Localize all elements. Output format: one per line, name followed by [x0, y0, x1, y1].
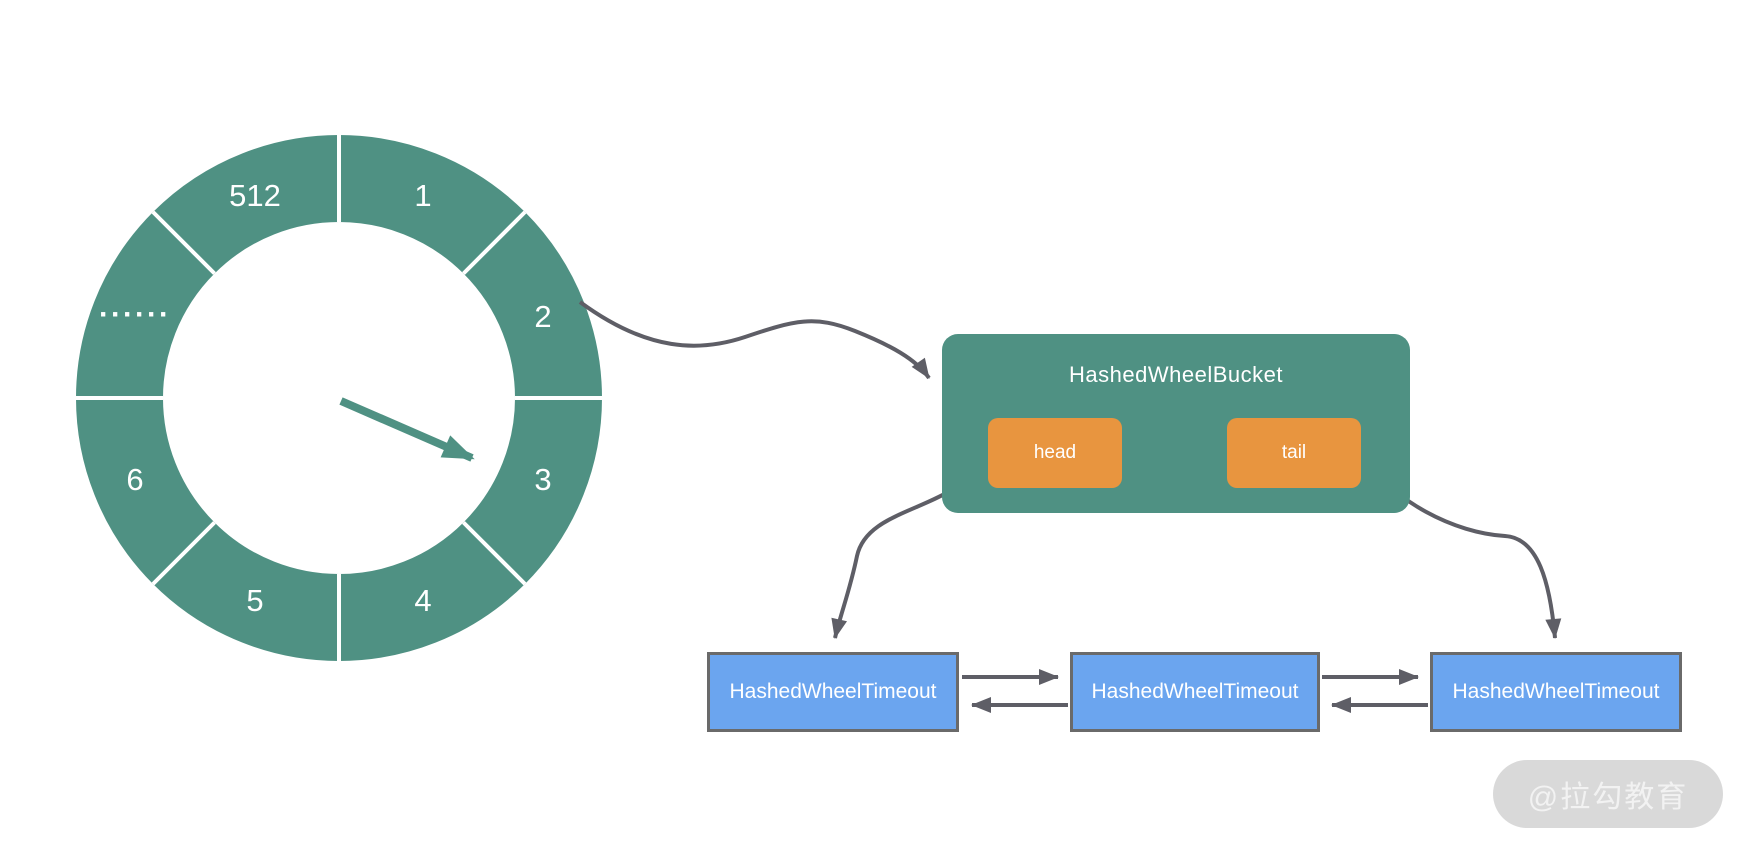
- timeout-node-label: HashedWheelTimeout: [1452, 680, 1660, 703]
- wheel-slot-label-1: 1: [414, 178, 432, 213]
- wheel-slot-label-ellipsis: ······: [99, 298, 171, 331]
- wheel-pointer-arrow-icon: [339, 397, 475, 462]
- bucket-head-node: head: [988, 418, 1122, 488]
- wheel-slot-label-4: 4: [414, 583, 432, 618]
- timeout-node-1: HashedWheelTimeout: [707, 652, 959, 732]
- wheel-divider: [151, 521, 216, 586]
- timeout-node-3: HashedWheelTimeout: [1430, 652, 1682, 732]
- bucket-tail-label: tail: [1281, 442, 1307, 463]
- wheel-divider: [462, 210, 527, 275]
- wheel-slot-label-5: 5: [246, 583, 264, 618]
- wheel-to-bucket-arrow-icon: [578, 300, 931, 380]
- wheel-divider: [462, 521, 527, 586]
- wheel-slot-label-512: 512: [229, 178, 281, 213]
- watermark-text: @拉勾教育: [1527, 781, 1689, 814]
- bucket-head-label: head: [1033, 442, 1077, 463]
- wheel-slot-label-3: 3: [534, 462, 552, 497]
- wheel-slot-label-6: 6: [126, 462, 144, 497]
- timeout-node-2: HashedWheelTimeout: [1070, 652, 1320, 732]
- timeout-node-label: HashedWheelTimeout: [1091, 680, 1299, 703]
- wheel-segment-dividers: [76, 135, 602, 661]
- bucket-title: HashedWheelBucket: [1069, 362, 1283, 387]
- wheel-divider: [151, 210, 216, 275]
- wheel-slot-label-2: 2: [534, 299, 552, 334]
- watermark-badge: @拉勾教育: [1493, 760, 1723, 828]
- timeout-node-label: HashedWheelTimeout: [729, 680, 937, 703]
- bucket-tail-node: tail: [1227, 418, 1361, 488]
